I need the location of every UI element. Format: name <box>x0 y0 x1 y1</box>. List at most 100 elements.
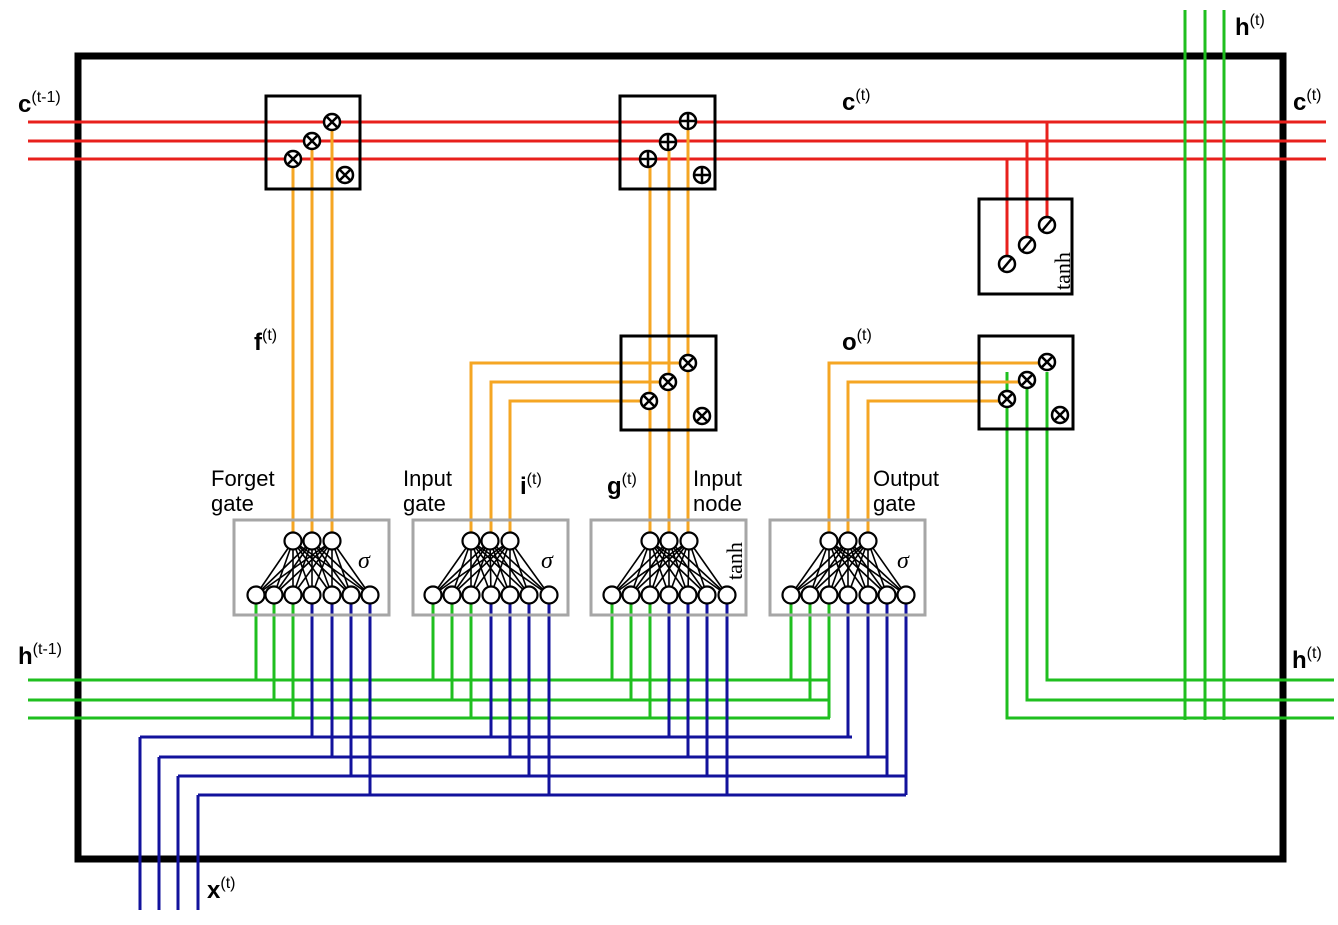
input-gate-input-neuron <box>442 585 462 605</box>
output-gate-output-neuron <box>819 531 839 551</box>
output-gate-activation: σ <box>897 548 910 574</box>
input-node-edge <box>688 540 728 596</box>
forget-multiply-box-symbol-3 <box>325 115 339 129</box>
input-multiply-box-symbol-1 <box>642 394 656 408</box>
forget-gate-edge <box>331 540 371 596</box>
input-node-edge <box>611 540 651 596</box>
output-gate-input-neuron <box>819 585 839 605</box>
forget-gate-output-neuron <box>322 531 342 551</box>
input-gate-output-neuron <box>500 531 520 551</box>
h-out-line-2 <box>1025 372 1334 702</box>
input-node-input-neuron <box>640 585 660 605</box>
output-gate-edge <box>790 540 849 596</box>
output-multiply-box <box>977 334 1075 431</box>
forget-gate-input-neuron <box>341 585 361 605</box>
cell-add-box-symbol-2 <box>660 134 676 150</box>
h-out-line-3 <box>1005 372 1334 720</box>
forget-gate-edge <box>273 540 333 596</box>
label-h-top: h(t) <box>1235 12 1265 41</box>
output-gate-edge <box>867 540 907 596</box>
cell-tanh-label: tanh <box>1050 252 1075 290</box>
input-node-input-neuron <box>697 585 717 605</box>
input-node-label-2: node <box>693 491 742 516</box>
forget-multiply-box-symbol-1 <box>286 152 300 166</box>
forget-gate-input-neuron <box>283 585 303 605</box>
forget-multiply-box-frame <box>264 94 362 191</box>
cell-tanh-box-symbol-1 <box>1001 257 1013 271</box>
input-gate-input-neuron <box>481 585 501 605</box>
input-multiply-box-symbol-2 <box>661 375 675 389</box>
cell-add-box-symbol-3 <box>680 113 696 129</box>
label-c-mid: c(t) <box>842 87 870 116</box>
output-gate-label-2: gate <box>873 491 916 516</box>
o-line-1 <box>827 361 1047 540</box>
input-node-label-1: Input <box>693 466 742 491</box>
output-gate-box <box>768 518 927 617</box>
output-multiply-box-frame <box>977 334 1075 431</box>
i-line-2 <box>489 380 669 540</box>
output-gate-edge <box>790 540 830 596</box>
forget-gate-input-neuron <box>302 585 322 605</box>
forget-gate-edge <box>255 540 333 596</box>
input-gate-input-neuron <box>423 585 443 605</box>
output-gate-input-neuron <box>896 585 916 605</box>
output-gate-input-neuron <box>877 585 897 605</box>
forget-gate-edge <box>255 540 313 596</box>
input-gate-label-2: gate <box>403 491 446 516</box>
forget-gate-activation: σ <box>358 548 371 574</box>
forget-gate-input-neuron <box>264 585 284 605</box>
input-node-output-neuron <box>679 531 699 551</box>
label-i: i(t) <box>520 471 542 500</box>
input-gate-edge <box>432 540 491 596</box>
forget-gate-edge <box>255 540 294 596</box>
input-node-edge <box>611 540 670 596</box>
forget-gate-edge <box>292 540 333 596</box>
output-gate-edge <box>828 540 869 596</box>
input-gate-input-neuron <box>461 585 481 605</box>
h-out-line-1 <box>1045 372 1334 682</box>
label-g: g(t) <box>607 471 637 500</box>
input-node-input-neuron <box>678 585 698 605</box>
input-node-output-neuron <box>640 531 660 551</box>
forget-gate-input-neuron <box>246 585 266 605</box>
forget-gate-label-1: Forget <box>211 466 275 491</box>
input-gate-activation: σ <box>541 548 554 574</box>
output-gate-input-neuron <box>800 585 820 605</box>
output-gate-input-neuron <box>781 585 801 605</box>
cell-tanh-box-frame <box>977 197 1074 296</box>
input-node-box <box>589 518 748 617</box>
labels: c(t-1) c(t) c(t) h(t) h(t-1) h(t) x(t) f… <box>18 12 1322 904</box>
label-c-prev: c(t-1) <box>18 89 61 118</box>
output-multiply-box-symbol-4 <box>1053 408 1067 422</box>
forget-gate-label-2: gate <box>211 491 254 516</box>
i-line-3 <box>508 399 650 540</box>
output-gate-edge <box>790 540 869 596</box>
label-f: f(t) <box>254 327 277 356</box>
input-gate-input-neuron <box>519 585 539 605</box>
i-line-1 <box>469 361 688 540</box>
output-multiply-box-symbol-3 <box>1040 355 1054 369</box>
input-node-input-neuron <box>659 585 679 605</box>
forget-gate-input-neuron <box>322 585 342 605</box>
forget-gate-output-neuron <box>302 531 322 551</box>
forget-multiply-box-symbol-2 <box>305 134 319 148</box>
output-gate-input-neuron <box>838 585 858 605</box>
output-multiply-box-symbol-1 <box>1000 392 1014 406</box>
output-multiply-box-symbol-2 <box>1020 373 1034 387</box>
cell-frame <box>74 52 1287 863</box>
forget-gate-box <box>232 518 391 617</box>
input-multiply-box-symbol-3 <box>681 356 695 370</box>
label-x-in: x(t) <box>207 875 235 904</box>
label-h-prev: h(t-1) <box>18 641 62 670</box>
input-gate-edge <box>451 540 511 596</box>
cell-add-box-frame <box>618 94 717 191</box>
input-node-input-neuron <box>602 585 622 605</box>
output-gate-output-neuron <box>838 531 858 551</box>
operation-boxes <box>264 94 1075 432</box>
input-multiply-box <box>619 334 718 432</box>
input-gate-edge <box>432 540 511 596</box>
forget-gate-output-neuron <box>283 531 303 551</box>
input-gate-output-neuron <box>480 531 500 551</box>
input-node-activation: tanh <box>722 542 747 580</box>
gate-networks <box>232 518 927 617</box>
